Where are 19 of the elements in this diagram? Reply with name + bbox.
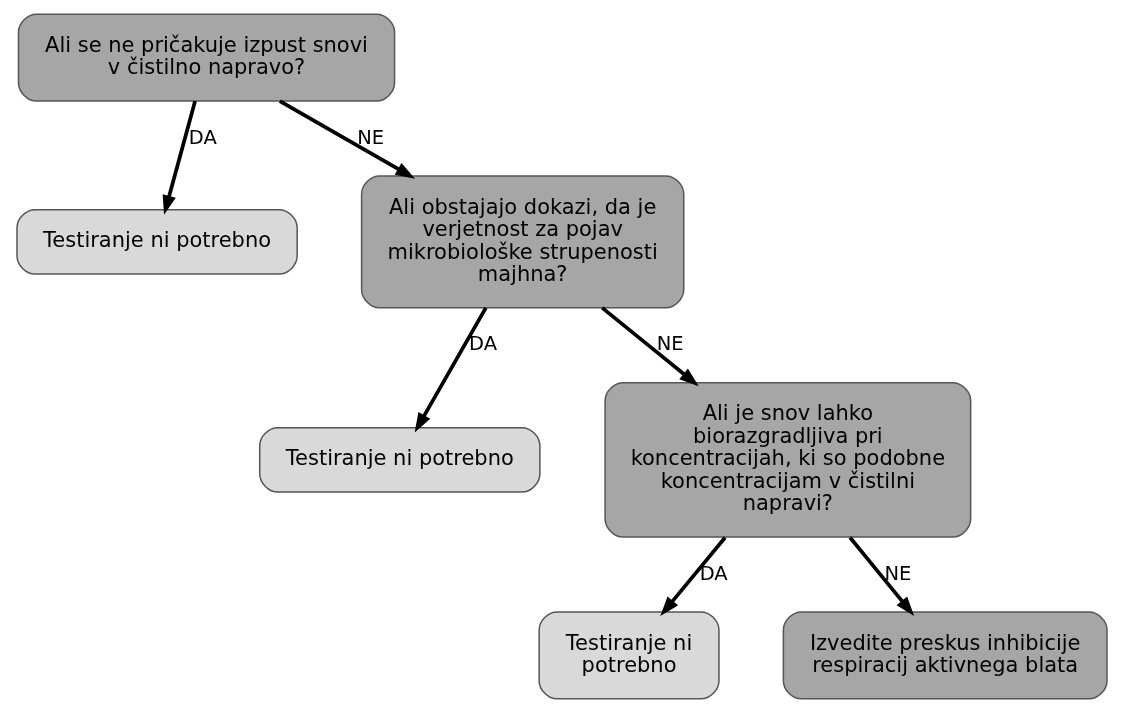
edge-label: NE — [884, 561, 912, 585]
edge-label: DA — [699, 561, 728, 585]
edge-label: DA — [468, 332, 497, 356]
arrow — [414, 306, 488, 433]
node-box: Testiranje ni potrebno — [258, 426, 541, 493]
arrow — [848, 536, 915, 616]
node-box: Ali je snov lahko biorazgradljiva pri koncentracijah, ki so podobne koncentracijam v čistilni napravi? — [604, 381, 972, 538]
arrow — [601, 306, 699, 387]
node-box: Ali obstajajo dokazi, da je verjetnost za pojav mikrobiološke strupenosti majhna? — [360, 175, 685, 309]
node-box: Testiranje ni potrebno — [538, 611, 720, 700]
node-box: Testiranje ni potrebno — [16, 208, 298, 275]
edge-label: DA — [188, 125, 217, 149]
edge-label: NE — [357, 125, 385, 149]
edge-label: NE — [656, 332, 684, 356]
arrow — [660, 536, 727, 616]
arrow — [162, 100, 197, 215]
node-box: Ali se ne pričakuje izpust snovi v čistilno napravo? — [17, 13, 396, 102]
arrow — [278, 99, 416, 179]
node-box: Izvedite preskus inhibicije respiracij aktivnega blata — [782, 611, 1108, 700]
